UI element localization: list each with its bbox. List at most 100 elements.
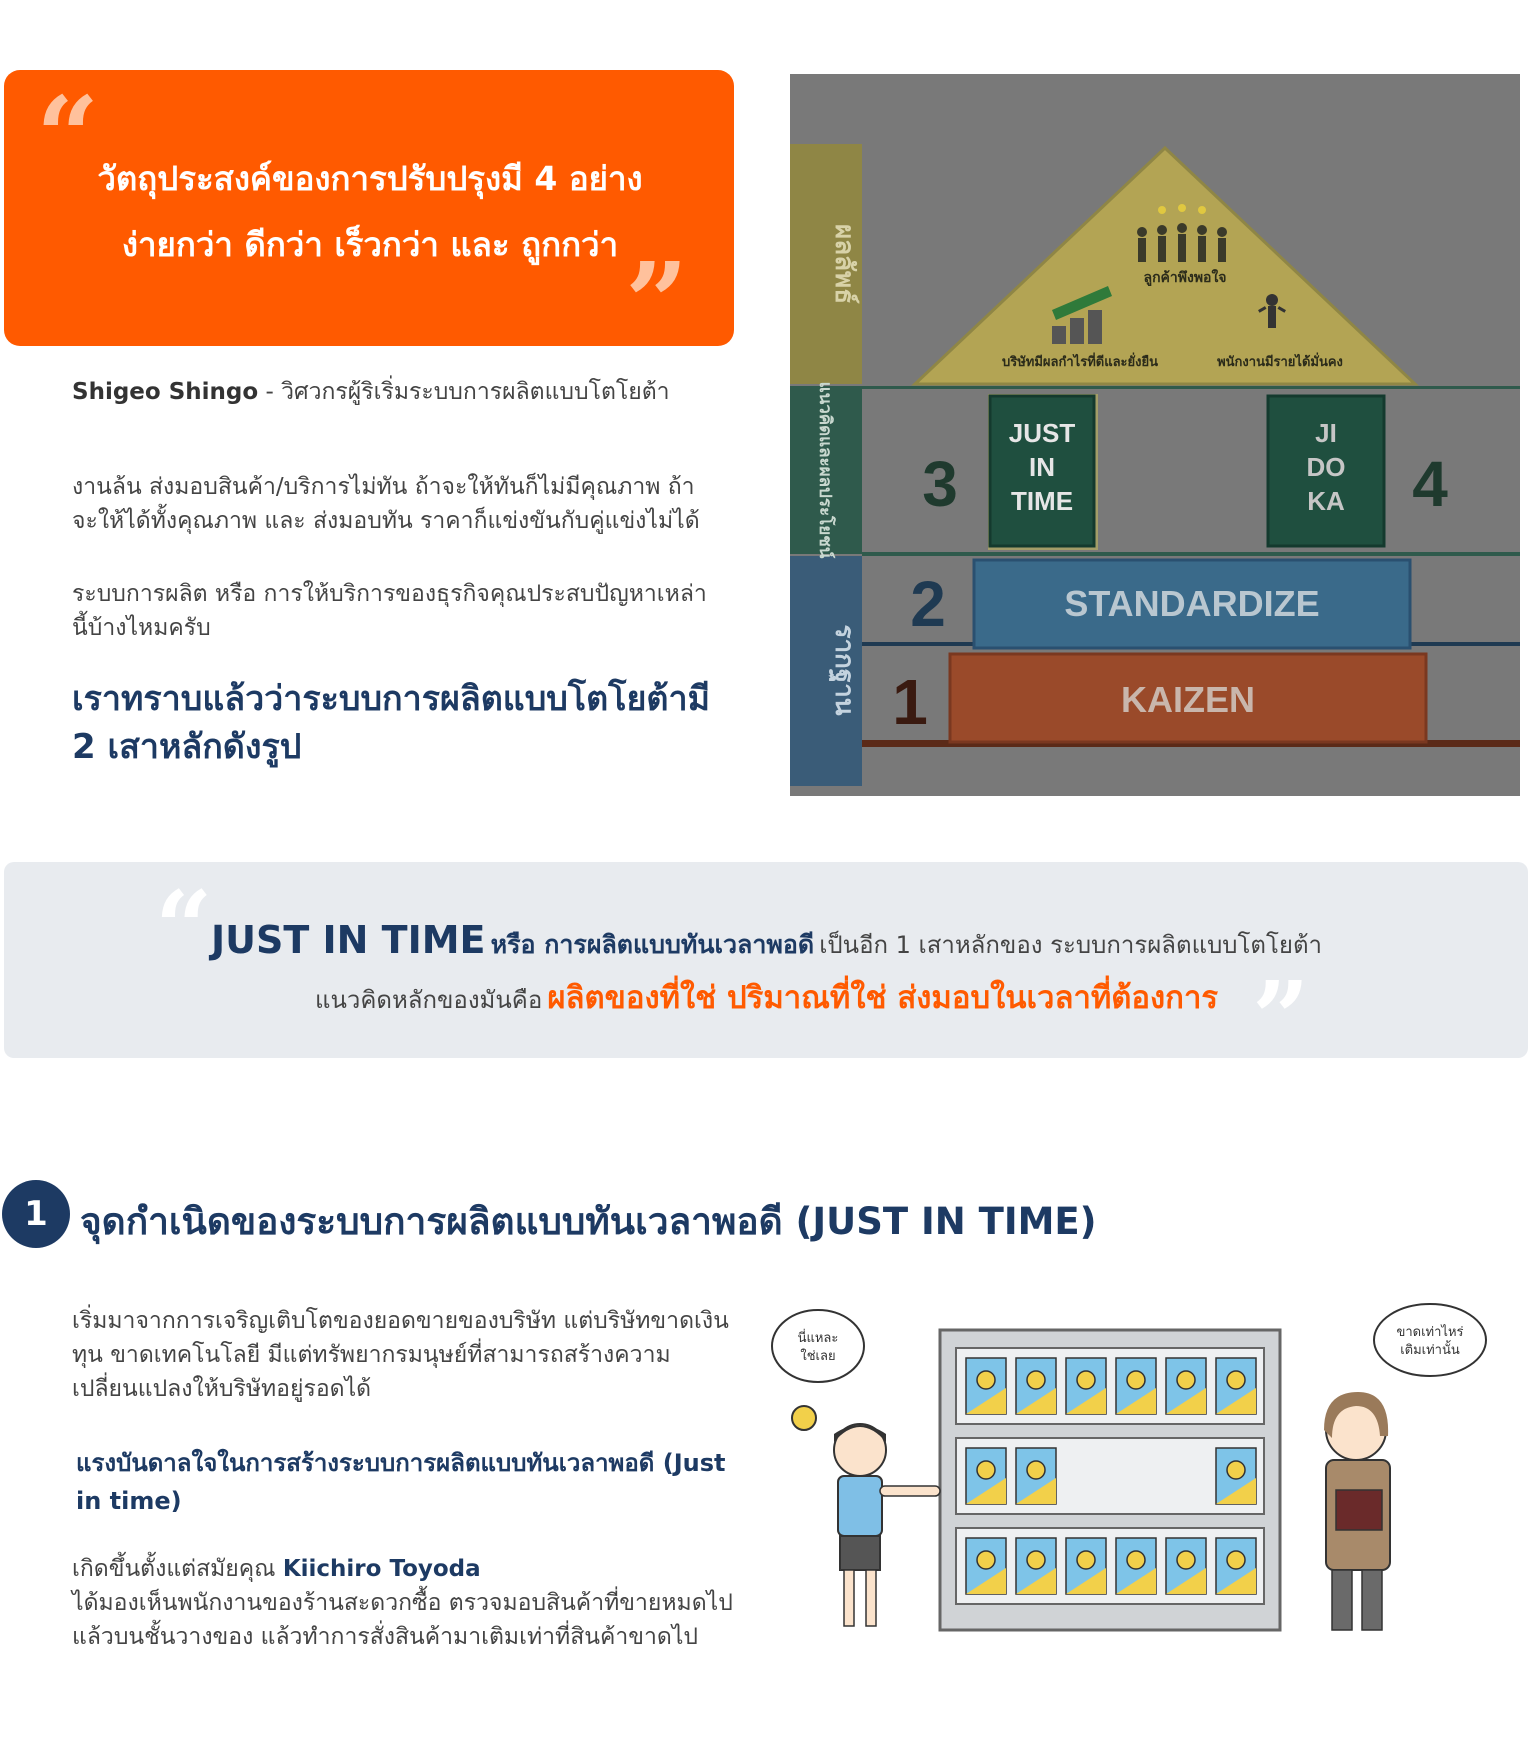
layer-standardize-label: STANDARDIZE — [1064, 583, 1319, 624]
house-diagram-svg: ผลลัพธ์ แนวคิดและผลประโยชน์ รากฐาน ลูกค้… — [790, 74, 1520, 796]
section-paragraph-1: เริ่มมาจากการเจริญเติบโตของยอดขายของบริษ… — [72, 1308, 729, 1402]
pillar-left-line-3: TIME — [1011, 486, 1073, 516]
product-box-logo — [1076, 1370, 1096, 1390]
jit-emphasis: ผลิตของที่ใช่ ปริมาณที่ใช่ ส่งมอบในเวลาท… — [547, 980, 1219, 1016]
product-box-logo — [1176, 1550, 1196, 1570]
side-label-concept: แนวคิดและผลประโยชน์ — [816, 382, 836, 559]
number-1: 1 — [892, 666, 928, 738]
quote-author: Shigeo Shingo - วิศวกรผู้ริเริ่มระบบการผ… — [72, 374, 670, 410]
company-growth-icon — [1052, 286, 1112, 344]
product-box-stripe — [1116, 1388, 1156, 1414]
product-box-stripe — [966, 1568, 1006, 1594]
product-box-logo — [1226, 1550, 1246, 1570]
pillar-right-line-3: KA — [1307, 486, 1345, 516]
product-box-stripe — [1216, 1478, 1256, 1504]
number-4: 4 — [1412, 448, 1448, 520]
author-name: Shigeo Shingo — [72, 379, 259, 405]
roof-caption-employees: พนักงานมีรายได้มั่นคง — [1217, 352, 1343, 369]
bubble-right-line-2: เติมเท่านั้น — [1400, 1340, 1460, 1357]
product-box-stripe — [1216, 1568, 1256, 1594]
side-label-foundation: รากฐาน — [827, 624, 860, 715]
product-box-stripe — [1116, 1568, 1156, 1594]
product-box-logo — [1026, 1550, 1046, 1570]
stars-icon — [1158, 204, 1206, 214]
product-box-stripe — [1166, 1388, 1206, 1414]
product-box-stripe — [1166, 1568, 1206, 1594]
product-box-logo — [1026, 1370, 1046, 1390]
para-2-prefix: เกิดขึ้นตั้งแต่สมัยคุณ — [72, 1556, 283, 1582]
product-box-stripe — [966, 1478, 1006, 1504]
side-bar-concept — [790, 386, 862, 554]
jit-title: JUST IN TIME — [210, 918, 486, 962]
product-box-logo — [976, 1370, 996, 1390]
product-box-logo — [1076, 1550, 1096, 1570]
intro-paragraph-2: ระบบการผลิต หรือ การให้บริการของธุรกิจคุ… — [72, 581, 707, 641]
side-label-results: ผลลัพธ์ — [830, 224, 860, 304]
jit-rest: เป็นอีก 1 เสาหลักของ ระบบการผลิตแบบโตโยต… — [819, 931, 1323, 959]
product-box-logo — [1226, 1370, 1246, 1390]
toyota-house-diagram: ผลลัพธ์ แนวคิดและผลประโยชน์ รากฐาน ลูกค้… — [790, 74, 1520, 796]
author-separator: - — [258, 379, 282, 405]
jit-or-text: หรือ การผลิตแบบทันเวลาพอดี — [490, 930, 815, 959]
product-box-stripe — [1016, 1568, 1056, 1594]
product-box-stripe — [966, 1388, 1006, 1414]
intro-paragraph-1: งานล้น ส่งมอบสินค้า/บริการไม่ทัน ถ้าจะให… — [72, 474, 700, 534]
bubble-left-line-1: นี่แหละ — [798, 1329, 839, 1345]
open-quote-icon: “ — [36, 72, 100, 201]
number-3: 3 — [922, 448, 958, 520]
product-box-logo — [976, 1550, 996, 1570]
pillar-just-in-time — [988, 394, 1096, 548]
section-title: จุดกำเนิดของระบบการผลิตแบบทันเวลาพอดี (J… — [80, 1200, 1097, 1243]
close-quote-icon: ” — [625, 238, 689, 367]
bubble-right-line-1: ขาดเท่าไหร่ — [1396, 1324, 1463, 1339]
layer-kaizen — [948, 652, 1428, 744]
kiichiro-toyoda-name: Kiichiro Toyoda — [282, 1556, 481, 1582]
product-box-logo — [976, 1460, 996, 1480]
product-box-logo — [1176, 1370, 1196, 1390]
section-number-badge: 1 — [2, 1180, 70, 1248]
lightbulb-icon — [791, 1405, 817, 1431]
illustration-svg: นี่แหละ ใช่เลย ขาดเท่าไหร่ เติมเท่านั้น — [771, 1303, 1487, 1632]
layer-standardize — [972, 558, 1412, 650]
product-box-stripe — [1066, 1568, 1106, 1594]
bubble-left-line-2: ใช่เลย — [800, 1348, 835, 1363]
product-box-logo — [1126, 1550, 1146, 1570]
house-roof — [911, 145, 1419, 386]
section-paragraph-2: เกิดขึ้นตั้งแต่สมัยคุณ Kiichiro Toyoda ได… — [72, 1552, 752, 1654]
pillar-jidoka — [1266, 394, 1386, 548]
happy-employee-icon — [1258, 294, 1286, 328]
number-2: 2 — [910, 568, 946, 640]
jit-banner — [4, 862, 1528, 1058]
quote-box — [4, 70, 734, 346]
side-bar-foundation — [790, 556, 862, 786]
customers-icon — [1137, 223, 1227, 262]
jit-line-1: JUST IN TIME หรือ การผลิตแบบทันเวลาพอดี … — [0, 918, 1533, 965]
boy-character-icon — [833, 1423, 941, 1627]
jit-open-quote-icon: “ — [155, 869, 213, 987]
section-sub-heading: แรงบันดาลใจในการสร้างระบบการผลิตแบบทันเว… — [76, 1449, 726, 1515]
roof-caption-company: บริษัทมีผลกำไรที่ดีและยั่งยืน — [1002, 352, 1158, 369]
para-2-rest: ได้มองเห็นพนักงานของร้านสะดวกซื้อ ตรวจมอ… — [72, 1590, 733, 1650]
pillar-right-line-2: DO — [1307, 452, 1346, 482]
quote-line-1: วัตถุประสงค์ของการปรับปรุงมี 4 อย่าง — [97, 159, 643, 198]
store-clerk-character-icon — [1324, 1392, 1391, 1631]
product-box-logo — [1226, 1460, 1246, 1480]
product-box-stripe — [1066, 1388, 1106, 1414]
product-box-stripe — [1216, 1388, 1256, 1414]
quote-line-2: ง่ายกว่า ดีกว่า เร็วกว่า และ ถูกกว่า — [121, 225, 619, 264]
jit-concept: แนวคิดหลักของมันคือ — [314, 986, 543, 1014]
intro-highlight: เราทราบแล้วว่าระบบการผลิตแบบโตโยต้ามี 2 … — [72, 679, 710, 767]
product-box-stripe — [1016, 1388, 1056, 1414]
side-bar-results — [790, 144, 862, 384]
roof-caption-customers: ลูกค้าพึงพอใจ — [1143, 268, 1226, 286]
product-box-logo — [1126, 1370, 1146, 1390]
shelf-products — [965, 1357, 1257, 1595]
convenience-store-illustration: นี่แหละ ใช่เลย ขาดเท่าไหร่ เติมเท่านั้น — [760, 1300, 1490, 1700]
layer-kaizen-label: KAIZEN — [1121, 679, 1255, 720]
product-box-logo — [1026, 1460, 1046, 1480]
author-role: วิศวกรผู้ริเริ่มระบบการผลิตแบบโตโยต้า — [281, 379, 670, 405]
pillar-right-line-1: JI — [1315, 418, 1337, 448]
speech-bubble-right: ขาดเท่าไหร่ เติมเท่านั้น — [1373, 1303, 1487, 1377]
jit-line-2: แนวคิดหลักของมันคือ ผลิตของที่ใช่ ปริมาณ… — [0, 972, 1533, 1022]
jit-close-quote-icon: ” — [1252, 959, 1310, 1077]
